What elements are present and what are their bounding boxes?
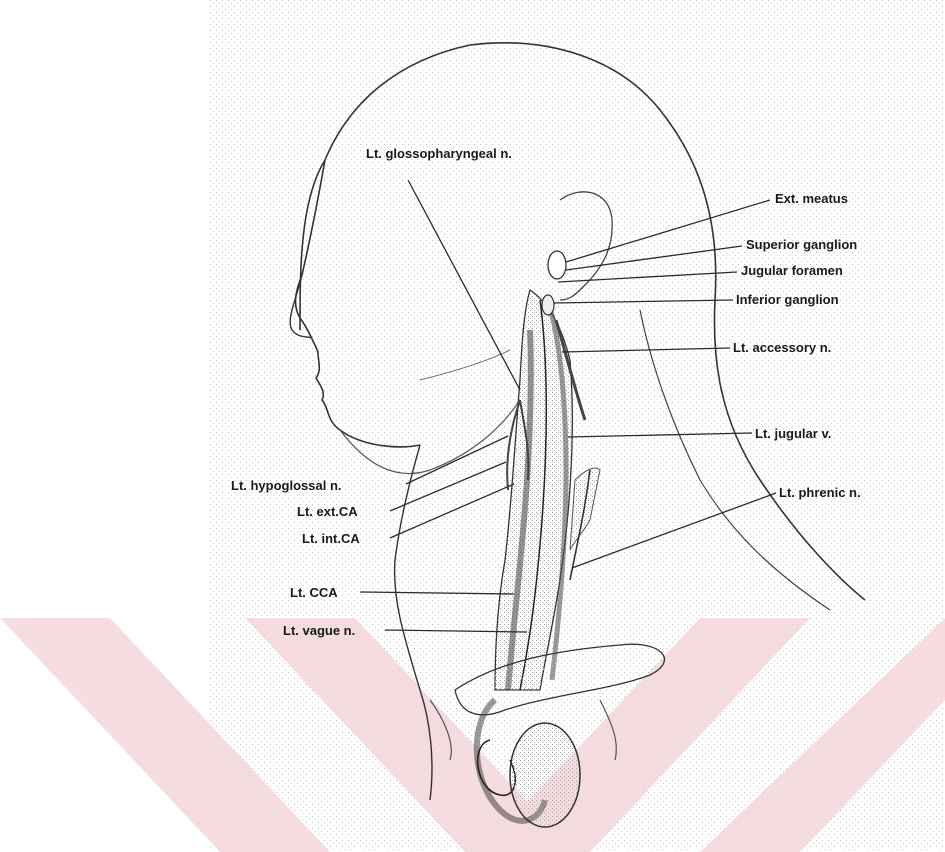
label-jugular-foramen: Jugular foramen: [741, 264, 843, 277]
label-ext-meatus: Ext. meatus: [775, 192, 848, 205]
label-hypoglossal-nerve: Lt. hypoglossal n.: [231, 479, 342, 492]
label-cca: Lt. CCA: [290, 586, 338, 599]
inferior-ganglion: [542, 295, 554, 315]
label-inferior-ganglion: Inferior ganglion: [736, 293, 839, 306]
label-vague-nerve: Lt. vague n.: [283, 624, 355, 637]
label-ext-ca: Lt. ext.CA: [297, 505, 358, 518]
heart: [510, 723, 580, 827]
label-phrenic-nerve: Lt. phrenic n.: [779, 486, 861, 499]
label-accessory-nerve: Lt. accessory n.: [733, 341, 831, 354]
label-jugular-vein: Lt. jugular v.: [755, 427, 831, 440]
label-int-ca: Lt. int.CA: [302, 532, 360, 545]
label-glossopharyngeal: Lt. glossopharyngeal n.: [366, 147, 512, 160]
superior-ganglion: [548, 251, 566, 279]
label-superior-ganglion: Superior ganglion: [746, 238, 857, 251]
